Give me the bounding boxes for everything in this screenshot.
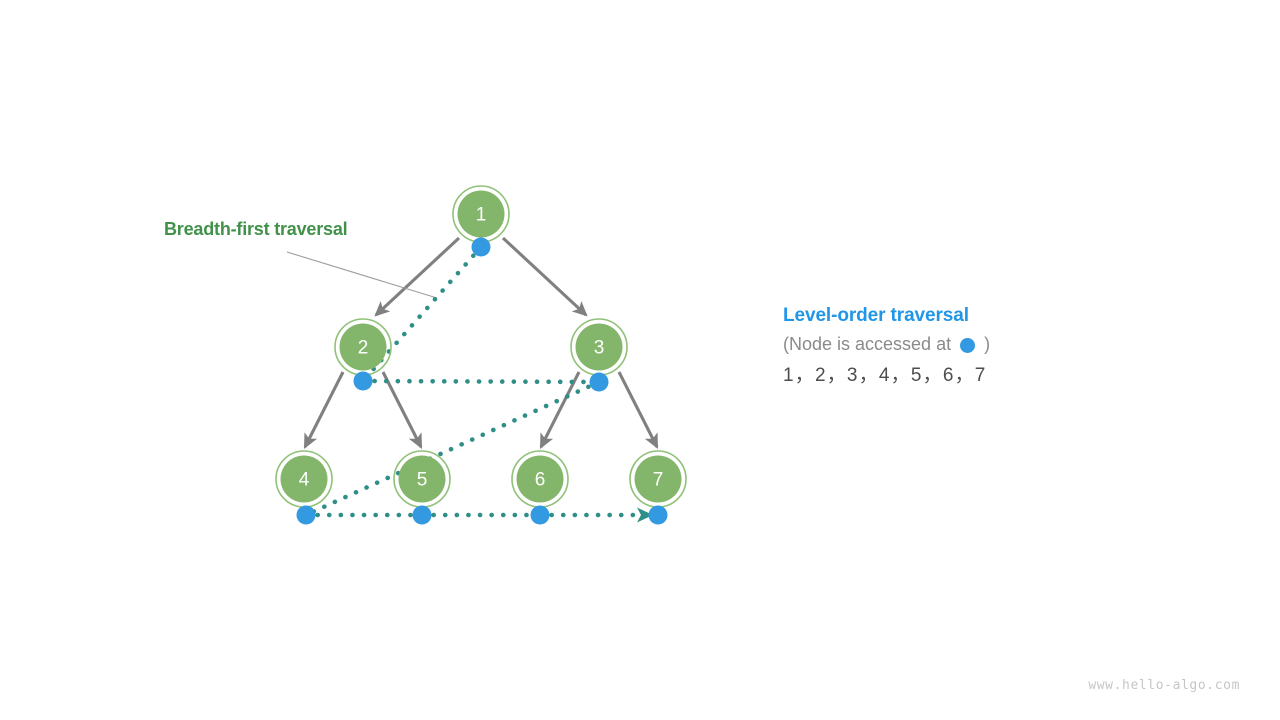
path-3-4 [303, 379, 602, 518]
access-dot-node-1[interactable] [471, 237, 491, 257]
access-dot-node-6[interactable] [530, 505, 550, 525]
node-label: 3 [594, 338, 605, 359]
node-label: 1 [476, 205, 487, 226]
legend-note: (Node is accessed at ) [783, 329, 1203, 359]
node-body [280, 455, 328, 503]
breadth-first-traversal-label: Breadth-first traversal [164, 219, 348, 239]
node-body [339, 323, 387, 371]
tree-node-3[interactable]: 3 [570, 318, 628, 376]
node-label: 5 [417, 470, 428, 491]
edge-2-5 [381, 371, 423, 450]
node-body [634, 455, 682, 503]
legend-panel: Level-order traversal (Node is accessed … [783, 303, 1203, 393]
tree-node-6[interactable]: 6 [511, 450, 569, 508]
path-arrowhead-icon [637, 507, 653, 523]
edge-2-4 [303, 371, 345, 450]
edge-1-2 [374, 236, 461, 317]
node-body [575, 323, 623, 371]
tree-node-7[interactable]: 7 [629, 450, 687, 508]
node-body [516, 455, 564, 503]
node-label: 2 [358, 338, 369, 359]
access-dot-node-4[interactable] [296, 505, 316, 525]
access-dot-node-2[interactable] [353, 371, 373, 391]
access-dot-icon [960, 337, 976, 353]
access-dot-node-5[interactable] [412, 505, 432, 525]
tree-node-5[interactable]: 5 [393, 450, 451, 508]
legend-title: Level-order traversal [783, 305, 969, 326]
access-dots [296, 237, 668, 525]
node-label: 4 [299, 470, 310, 491]
bfs-label-leader-line [286, 251, 438, 299]
edge-3-6 [539, 371, 581, 450]
access-dot-node-3[interactable] [589, 372, 609, 392]
site-watermark: www.hello-algo.com [1088, 678, 1240, 693]
path-2-3 [360, 378, 602, 385]
tree-edges [303, 236, 659, 450]
tree-node-2[interactable]: 2 [334, 318, 392, 376]
legend-note-suffix: ) [979, 334, 991, 354]
legend-note-prefix: (Node is accessed at [783, 334, 957, 354]
tree-node-1[interactable]: 1 [452, 185, 510, 243]
node-body [457, 190, 505, 238]
traversal-sequence: 1，2，3，4，5，6，7 [783, 365, 987, 386]
edge-3-7 [617, 371, 659, 450]
node-label: 6 [535, 470, 546, 491]
tree-node-4[interactable]: 4 [275, 450, 333, 508]
access-dot-node-7[interactable] [648, 505, 668, 525]
tree-nodes: 1 2 3 4 5 6 [275, 185, 687, 508]
edge-1-3 [501, 236, 588, 317]
node-label: 7 [653, 470, 664, 491]
node-body [398, 455, 446, 503]
